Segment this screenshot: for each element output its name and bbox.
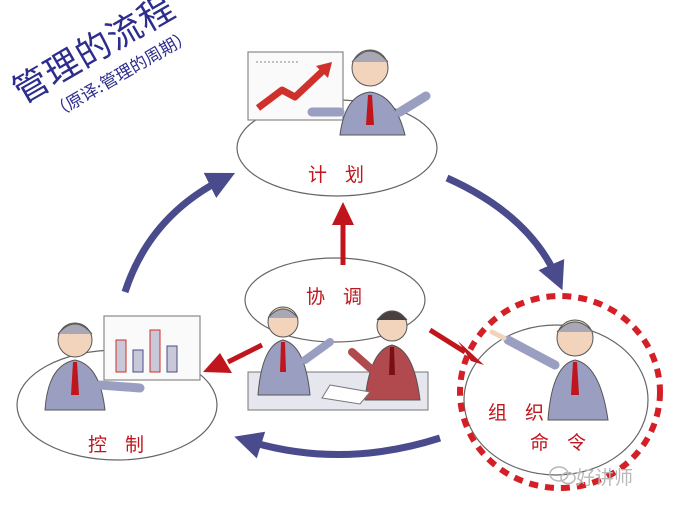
plan-label: 计 划 <box>308 164 371 186</box>
organize-figure <box>489 319 609 421</box>
meeting-figures <box>247 306 429 411</box>
control-label: 控 制 <box>88 434 151 456</box>
bar-chart-icon <box>103 315 201 381</box>
command-label: 命 令 <box>530 432 593 454</box>
arrow-coordinate-to-plan <box>332 202 354 265</box>
coordinate-label: 协 调 <box>306 286 369 308</box>
arrow-organize-to-control <box>234 431 442 459</box>
control-figure <box>44 322 145 411</box>
arrow-control-to-plan <box>121 172 236 294</box>
watermark-icon-space <box>548 470 572 488</box>
organize-label: 组 织 <box>488 402 551 424</box>
arrow-coordinate-to-control <box>203 342 264 373</box>
wechat-icon <box>549 466 576 485</box>
watermark-text: 好讲师 <box>576 467 634 489</box>
watermark: 好讲师 <box>548 463 633 490</box>
arrow-plan-to-organize <box>445 174 565 291</box>
presenter-figure <box>307 49 431 136</box>
arrow-coordinate-to-organize <box>428 327 484 365</box>
organize-highlight-ring <box>457 293 663 491</box>
